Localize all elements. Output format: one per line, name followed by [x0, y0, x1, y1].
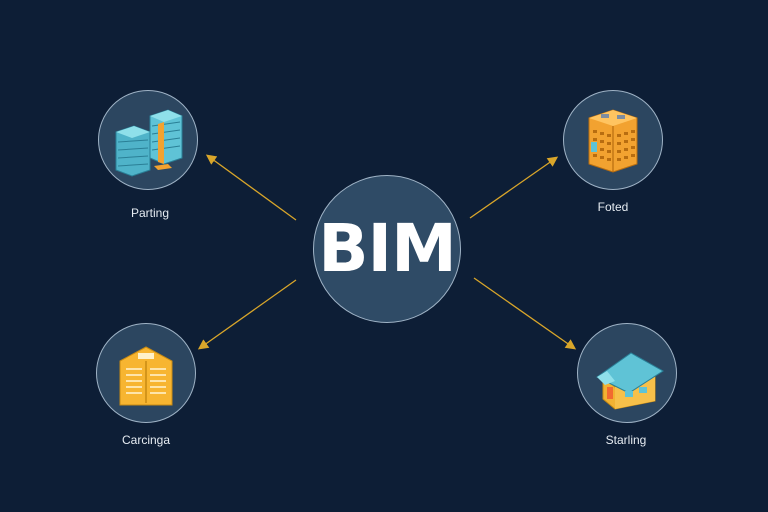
- node-label-parting: Parting: [130, 206, 170, 220]
- node-label-foted: Foted: [597, 200, 629, 214]
- connector-arrow-top-right: [469, 156, 559, 219]
- center-label: BIM: [318, 210, 457, 287]
- node-foted: [563, 90, 663, 190]
- connector-arrow-bottom-right: [473, 277, 577, 350]
- node-parting: [98, 90, 198, 190]
- apartment-block-icon: [588, 109, 638, 173]
- node-label-carcinga: Carcinga: [121, 433, 171, 447]
- node-carcinga: [96, 323, 196, 423]
- center-node: BIM: [313, 175, 461, 323]
- house-icon: [596, 352, 664, 410]
- connector-arrow-top-left: [205, 154, 297, 221]
- document-building-icon: [119, 346, 173, 406]
- office-buildings-icon: [115, 109, 183, 177]
- node-starling: [577, 323, 677, 423]
- node-label-starling: Starling: [605, 433, 647, 447]
- connector-arrow-bottom-left: [197, 279, 297, 350]
